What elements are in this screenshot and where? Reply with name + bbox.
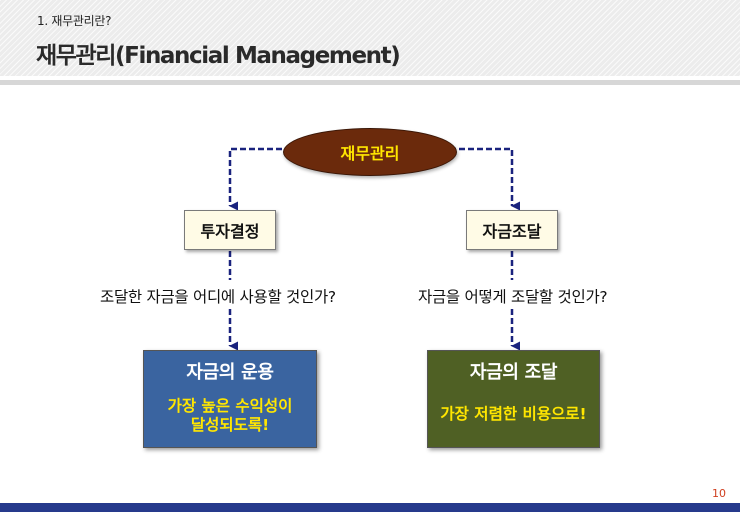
question-investment: 조달한 자금을 어디에 사용할 것인가?	[100, 288, 336, 306]
connector-root-to-right	[450, 147, 520, 211]
connector-root-to-left	[228, 147, 291, 211]
root-node: 재무관리	[283, 128, 457, 176]
page-title: 재무관리(Financial Management)	[36, 43, 401, 69]
root-node-label: 재무관리	[340, 144, 400, 163]
outcome-title-fund-use: 자금의 운용	[186, 362, 274, 383]
footer-bar	[0, 503, 740, 512]
decision-box-financing: 자금조달	[466, 210, 558, 250]
outcome-box-fund-use: 자금의 운용 가장 높은 수익성이 달성되도록!	[143, 350, 317, 448]
outcome-desc-fund-use-line-2: 달성되도록!	[190, 416, 270, 434]
outcome-title-fund-raising: 자금의 조달	[469, 362, 558, 383]
header-background	[0, 0, 740, 76]
decision-label-financing: 자금조달	[482, 222, 542, 241]
section-label: 1. 재무관리란?	[37, 14, 112, 28]
header-divider	[0, 80, 740, 85]
page-number: 10	[712, 487, 726, 500]
question-financing: 자금을 어떻게 조달할 것인가?	[418, 288, 608, 306]
outcome-box-fund-raising: 자금의 조달 가장 저렴한 비용으로!	[427, 350, 600, 448]
decision-box-investment: 투자결정	[184, 210, 276, 250]
outcome-desc-fund-raising-line-1: 가장 저렴한 비용으로!	[440, 405, 587, 423]
decision-label-investment: 투자결정	[200, 222, 260, 241]
outcome-desc-fund-use-line-1: 가장 높은 수익성이	[167, 397, 293, 415]
